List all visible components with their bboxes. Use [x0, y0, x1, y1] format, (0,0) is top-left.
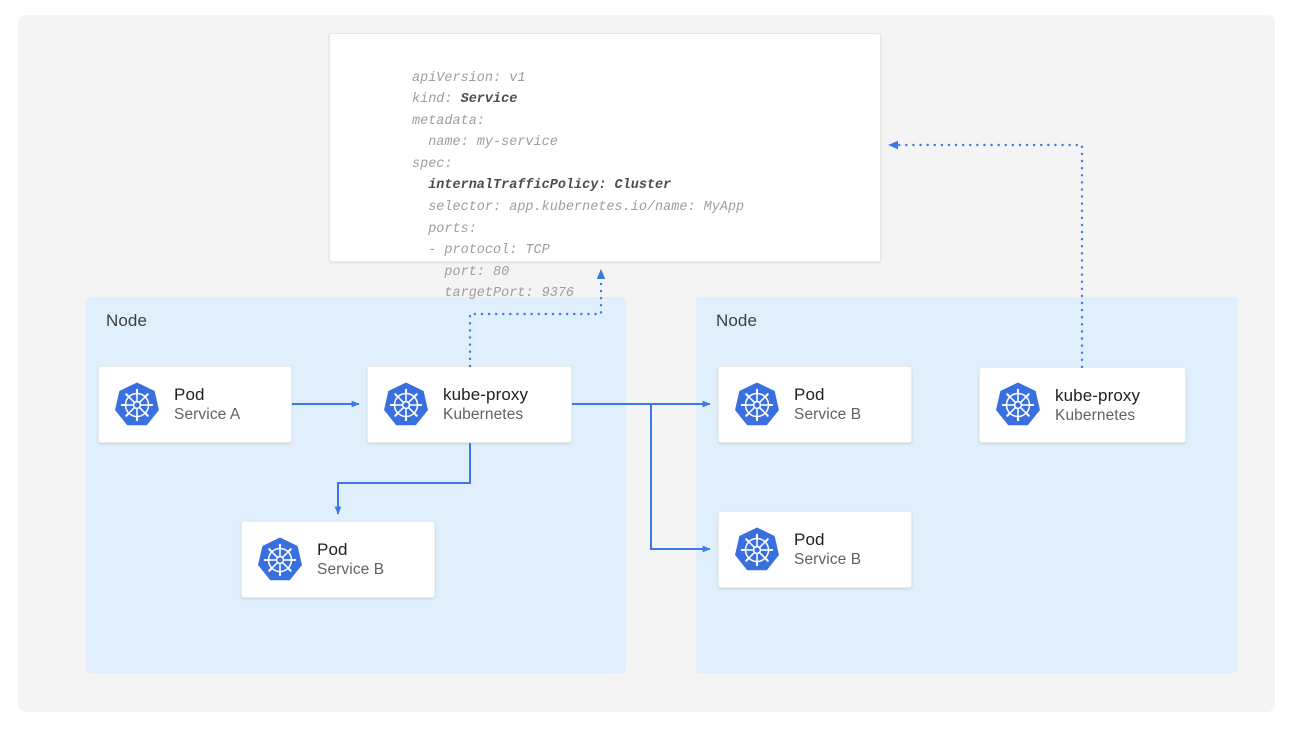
card-subtitle: Service B: [317, 561, 385, 579]
card-kube-proxy-left[interactable]: kube-proxy Kubernetes: [367, 366, 572, 443]
card-title: Pod: [794, 530, 825, 550]
card-pod-service-a[interactable]: Pod Service A: [98, 366, 292, 443]
card-subtitle: Service B: [794, 551, 862, 569]
node-label-left: Node: [106, 311, 148, 330]
node-panel-right: Node: [696, 297, 1238, 673]
card-title: kube-proxy: [443, 385, 529, 405]
node-panel-left: Node: [86, 297, 626, 673]
card-pod-service-b-left[interactable]: Pod Service B: [241, 521, 435, 598]
kubernetes-wheel-icon: [257, 536, 303, 583]
card-title: Pod: [174, 385, 205, 405]
card-text: Pod Service A: [174, 384, 240, 425]
node-label-right: Node: [716, 311, 758, 330]
kubernetes-wheel-icon: [734, 526, 780, 573]
card-text: Pod Service B: [317, 539, 384, 580]
kubernetes-wheel-icon: [995, 382, 1041, 428]
card-title: kube-proxy: [1055, 385, 1141, 405]
card-text: kube-proxy Kubernetes: [443, 384, 528, 425]
kubernetes-wheel-icon: [114, 381, 160, 428]
card-subtitle: Service B: [794, 406, 862, 424]
kubernetes-wheel-icon: [734, 381, 780, 428]
card-subtitle: Kubernetes: [443, 406, 524, 424]
service-manifest-card: apiVersion: v1 kind: Service metadata: n…: [329, 33, 881, 301]
card-subtitle: Kubernetes: [1055, 406, 1136, 424]
kubernetes-wheel-icon: [383, 381, 429, 428]
card-text: Pod Service B: [794, 529, 861, 570]
service-manifest-code: apiVersion: v1 kind: Service metadata: n…: [412, 70, 745, 302]
card-subtitle: Service A: [174, 406, 241, 424]
card-kube-proxy-right[interactable]: kube-proxy Kubernetes: [979, 367, 1186, 443]
card-text: Pod Service B: [794, 384, 861, 425]
card-text: kube-proxy Kubernetes: [1055, 385, 1140, 426]
card-pod-service-b-top-right[interactable]: Pod Service B: [718, 366, 912, 443]
card-pod-service-b-bottom-right[interactable]: Pod Service B: [718, 511, 912, 588]
card-title: Pod: [794, 385, 825, 405]
card-title: Pod: [317, 540, 348, 560]
